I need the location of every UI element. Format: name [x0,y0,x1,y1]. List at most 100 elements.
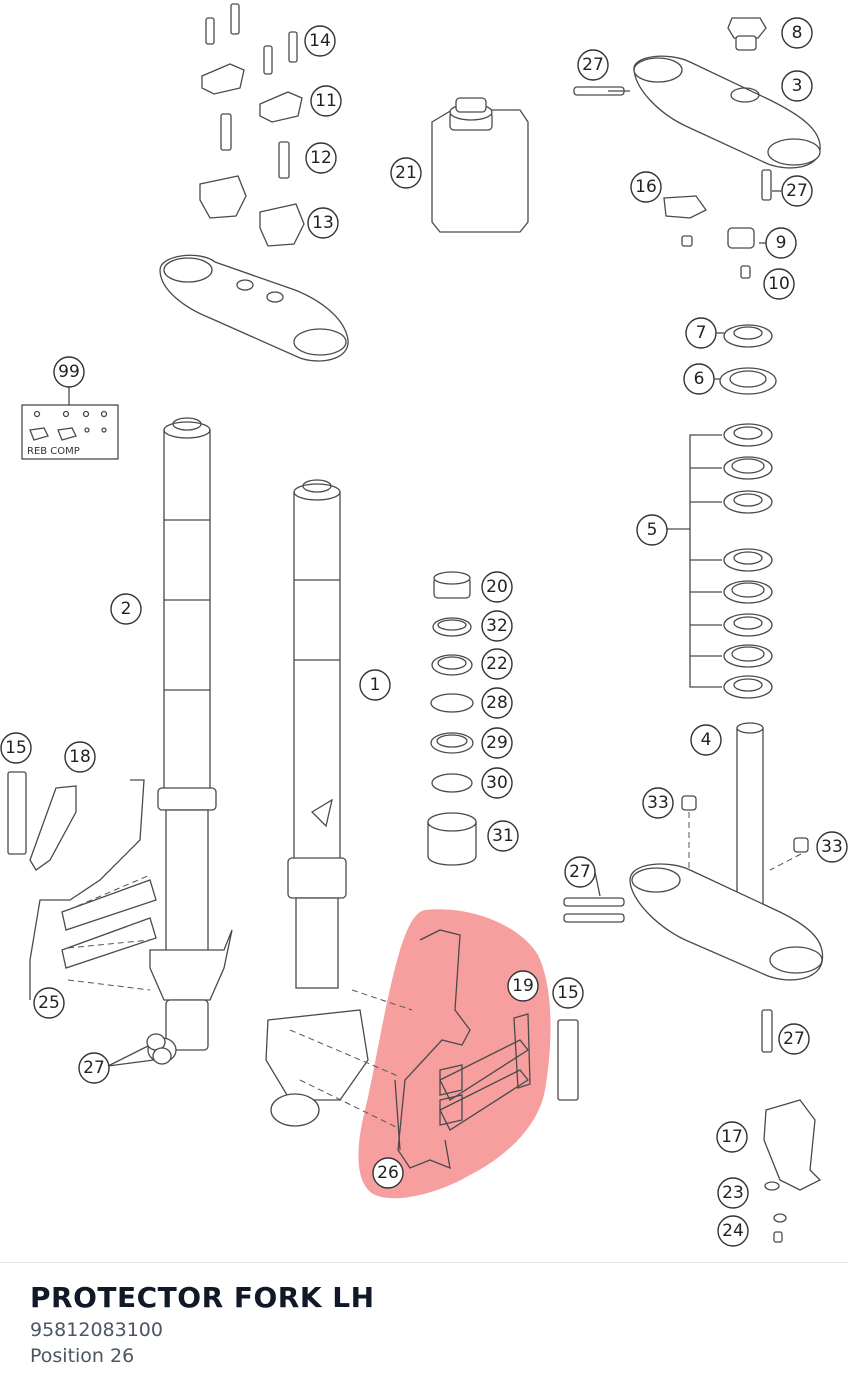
svg-text:27: 27 [83,1058,105,1078]
svg-text:6: 6 [694,369,705,389]
callout-29: 29 [481,727,513,759]
svg-text:30: 30 [486,773,508,793]
callout-24: 24 [717,1215,749,1247]
callout-30: 30 [481,767,513,799]
svg-text:99: 99 [58,362,80,382]
svg-text:14: 14 [309,31,331,51]
screw-9-10 [681,227,755,279]
bolt-27-top [761,169,772,201]
callout-19: 19 [507,970,539,1002]
bolts-27-left [107,1033,172,1067]
svg-text:2: 2 [121,599,132,619]
callout-13: 13 [307,207,339,239]
callout-10: 10 [763,268,795,300]
part-position: Position 26 [30,1345,135,1367]
svg-text:25: 25 [38,993,60,1013]
part-title: PROTECTOR FORK LH [30,1281,375,1314]
svg-text:4: 4 [701,730,712,750]
callout-31: 31 [487,820,519,852]
callout-99: 99 [53,356,85,388]
upper-triple-clamp-left [159,254,349,362]
kit-label: REB COMP [27,446,80,457]
lower-triple-clamp-4 [563,722,824,1053]
svg-text:24: 24 [722,1221,744,1241]
clamp-13 [199,175,305,247]
svg-text:10: 10 [768,274,790,294]
callout-27-a: 27 [577,49,609,81]
callout-28: 28 [481,687,513,719]
callout-26[interactable]: 26 [372,1157,404,1189]
callout-8: 8 [781,17,813,49]
bolts-14 [205,3,298,75]
callout-4: 4 [690,724,722,756]
clip-16 [663,195,707,219]
svg-text:21: 21 [395,163,417,183]
leader-lines [594,90,782,897]
part-number: 95812083100 [30,1319,163,1341]
svg-text:3: 3 [792,76,803,96]
bearing-set-5 [664,423,773,699]
callout-18: 18 [64,741,96,773]
svg-text:31: 31 [492,826,514,846]
callout-15-b: 15 [552,977,584,1009]
svg-text:16: 16 [635,177,657,197]
callout-16: 16 [630,171,662,203]
fork-leg-2 [147,417,233,1063]
callout-14: 14 [304,25,336,57]
seal-6 [719,367,777,395]
callout-22: 22 [481,648,513,680]
callout-27-e: 27 [778,1023,810,1055]
svg-text:33: 33 [647,793,669,813]
svg-text:5: 5 [647,520,658,540]
svg-text:15: 15 [5,738,27,758]
bolts-12 [220,113,290,179]
left-dash-lines [67,874,151,991]
callout-11: 11 [310,85,342,117]
callout-27-c: 27 [564,856,596,888]
svg-text:33: 33 [821,837,843,857]
upper-triple-clamp-3 [573,55,821,169]
svg-text:27: 27 [786,181,808,201]
svg-text:8: 8 [792,23,803,43]
highlight-region-26[interactable] [358,909,551,1199]
svg-text:19: 19 [512,976,534,996]
svg-text:18: 18 [69,747,91,767]
exploded-parts-diagram: REB COMP [0,3,848,1247]
svg-text:26: 26 [377,1163,399,1183]
svg-text:15: 15 [557,983,579,1003]
callout-5: 5 [636,514,668,546]
screws-33 [681,795,809,871]
plate-15-right [557,1019,579,1101]
callout-23: 23 [717,1177,749,1209]
callout-33-b: 33 [816,831,848,863]
callout-25: 25 [33,987,65,1019]
fork-seals [427,571,477,866]
callout-27-d: 27 [78,1052,110,1084]
svg-text:22: 22 [486,654,508,674]
protector-fork-lh-26[interactable] [289,929,531,1170]
svg-text:29: 29 [486,733,508,753]
callout-27-b: 27 [781,175,813,207]
nut-8 [727,17,767,51]
ring-7 [723,324,773,348]
svg-text:32: 32 [486,616,508,636]
kit-99: REB COMP [21,385,119,460]
svg-text:11: 11 [315,91,337,111]
svg-text:20: 20 [486,577,508,597]
svg-text:7: 7 [696,323,707,343]
clamp-11 [201,63,303,123]
svg-text:9: 9 [776,233,787,253]
callout-21: 21 [390,157,422,189]
svg-text:1: 1 [370,675,381,695]
svg-text:27: 27 [582,55,604,75]
callout-7: 7 [685,317,717,349]
callout-1: 1 [359,669,391,701]
svg-text:27: 27 [783,1029,805,1049]
callout-15-a: 15 [0,732,32,764]
fork-leg-1 [265,479,369,1127]
plate-15-left [7,771,27,855]
callout-33-a: 33 [642,787,674,819]
svg-text:13: 13 [312,213,334,233]
callout-3: 3 [781,70,813,102]
callout-17: 17 [716,1121,748,1153]
